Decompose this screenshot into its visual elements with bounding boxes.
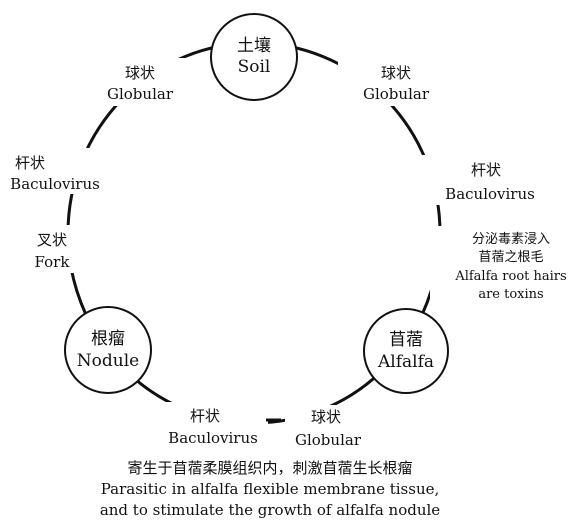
ring-gap-bottom-globular xyxy=(285,405,371,453)
label-right-baculovirus: 杆状 Baculovirus xyxy=(445,161,535,203)
label-right-globular: 球状 Globular xyxy=(363,64,430,103)
ring-gap-left-globular xyxy=(52,58,187,106)
label-toxin: 分泌毒素浸入 苜蓿之根毛 Alfalfa root hairs are toxi… xyxy=(454,232,566,302)
ring-gap-bottom-baculovirus xyxy=(158,402,268,452)
label-right-globular-zh: 球状 xyxy=(381,64,411,82)
label-left-globular-en: Globular xyxy=(107,85,174,103)
ring-gap-left-baculovirus xyxy=(0,148,112,194)
label-toxin-en-line2: are toxins xyxy=(478,287,543,302)
label-bottom-baculovirus: 杆状 Baculovirus xyxy=(168,407,258,447)
node-nodule: 根瘤 Nodule xyxy=(64,306,152,394)
caption-zh: 寄生于苜蓿柔膜组织内，刺激苜蓿生长根瘤 xyxy=(127,459,412,477)
label-left-fork: 叉状 Fork xyxy=(35,231,71,271)
label-left-baculovirus-en: Baculovirus xyxy=(10,175,100,193)
label-bottom-baculovirus-en: Baculovirus xyxy=(168,429,258,447)
label-right-baculovirus-zh: 杆状 xyxy=(471,161,501,179)
ring-gap-toxin xyxy=(430,226,580,308)
ring-gap-right-globular xyxy=(338,58,456,106)
node-nodule-zh: 根瘤 xyxy=(91,329,125,349)
label-left-baculovirus-zh: 杆状 xyxy=(15,154,45,172)
label-left-fork-zh: 叉状 xyxy=(37,231,67,249)
label-right-baculovirus-en: Baculovirus xyxy=(445,185,535,203)
node-nodule-circle xyxy=(64,306,152,394)
node-soil-zh: 土壤 xyxy=(237,35,271,56)
node-soil: 土壤 Soil xyxy=(210,13,298,101)
label-toxin-en-line1: Alfalfa root hairs xyxy=(454,269,566,284)
label-toxin-zh-line2: 苜蓿之根毛 xyxy=(478,250,543,265)
caption-en-line1: Parasitic in alfalfa flexible membrane t… xyxy=(101,480,440,498)
label-bottom-globular-zh: 球状 xyxy=(311,408,341,426)
ring-gap-left-fork xyxy=(20,225,86,273)
label-left-globular: 球状 Globular xyxy=(107,64,174,103)
ring-gap-right-baculovirus xyxy=(412,155,552,205)
node-soil-circle xyxy=(210,13,298,101)
node-alfalfa-circle xyxy=(363,308,449,394)
label-bottom-globular: 球状 Globular xyxy=(295,408,362,449)
label-left-globular-zh: 球状 xyxy=(125,64,155,82)
node-alfalfa-zh: 苜蓿 xyxy=(389,330,423,350)
node-nodule-en: Nodule xyxy=(77,351,139,371)
label-toxin-zh-line1: 分泌毒素浸入 xyxy=(472,232,550,247)
caption-en-line2: and to stimulate the growth of alfalfa n… xyxy=(100,501,440,519)
label-bottom-baculovirus-zh: 杆状 xyxy=(190,407,220,425)
node-soil-en: Soil xyxy=(238,57,271,77)
label-left-fork-en: Fork xyxy=(35,253,71,271)
label-bottom-globular-en: Globular xyxy=(295,431,362,449)
label-right-globular-en: Globular xyxy=(363,85,430,103)
label-left-baculovirus: 杆状 Baculovirus xyxy=(10,154,100,193)
node-alfalfa: 苜蓿 Alfalfa xyxy=(363,308,449,394)
caption: 寄生于苜蓿柔膜组织内，刺激苜蓿生长根瘤 Parasitic in alfalfa… xyxy=(100,459,440,519)
node-alfalfa-en: Alfalfa xyxy=(377,352,434,372)
